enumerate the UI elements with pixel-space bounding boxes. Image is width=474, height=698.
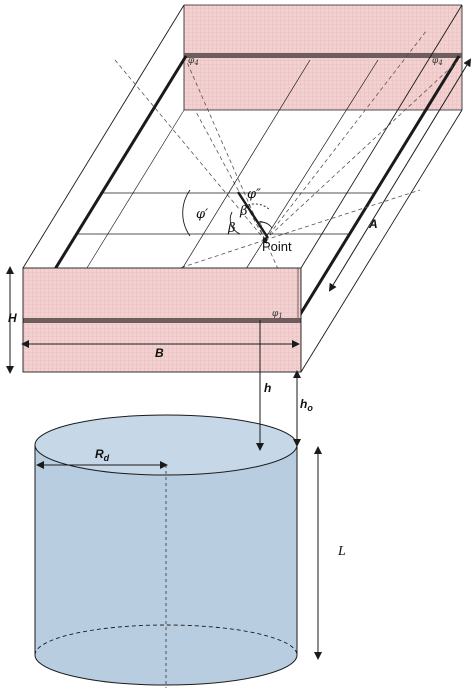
label-Rd: Rd [95, 447, 110, 463]
label-A: A [368, 217, 378, 231]
box [6, 4, 472, 660]
label-ho: ho [300, 397, 313, 413]
angle-marks [182, 189, 273, 243]
labels: A B H h ho Rd L Point φ′ β β′ φ″ ε φ4 φ4… [8, 56, 443, 559]
dim-A-arrow [328, 58, 472, 292]
label-phi-prime: φ′ [196, 207, 208, 222]
label-point: Point [262, 239, 292, 254]
cylinder [34, 414, 298, 688]
label-h: h [264, 381, 271, 395]
direction-line [236, 191, 270, 239]
label-epsilon: ε [258, 219, 263, 229]
arc-beta [229, 211, 241, 235]
cylinder-bottom-hidden-edge [34, 624, 298, 656]
label-phi4-left: φ4 [188, 56, 199, 67]
label-phi4-right: φ4 [432, 56, 443, 67]
label-B: B [155, 346, 164, 360]
arc-phi-prime [182, 189, 191, 237]
label-beta-prime: β′ [239, 204, 251, 219]
arc-beta-prime [247, 203, 271, 211]
point-marker[interactable] [262, 237, 268, 243]
label-H: H [8, 311, 17, 325]
back-stripe [184, 53, 462, 58]
label-beta: β [227, 221, 236, 236]
arc-epsilon [259, 221, 273, 229]
label-L: L [337, 544, 346, 559]
label-phi-bottom: φ1 [272, 309, 283, 320]
label-phi-double: φ″ [247, 187, 261, 202]
cylinder-body [34, 444, 298, 686]
front-stripe [23, 318, 301, 323]
